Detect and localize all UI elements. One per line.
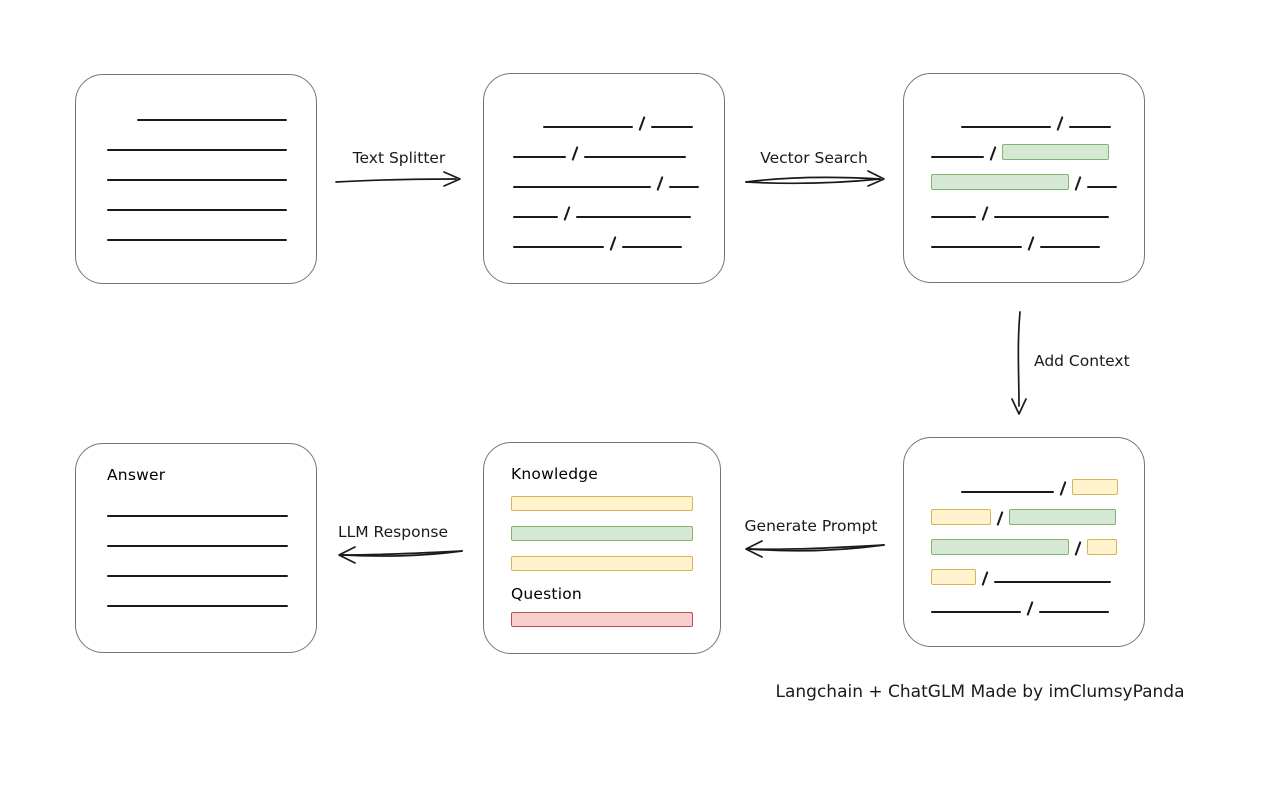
text-line (1087, 186, 1117, 188)
green-highlight-chip (1002, 144, 1109, 160)
yellow-highlight-chip (931, 509, 991, 525)
slash-separator (989, 146, 997, 161)
slash-separator (981, 571, 989, 586)
slash-separator (563, 206, 571, 221)
text-line (931, 611, 1021, 613)
chunks-box (483, 73, 725, 284)
vector-search-arrow (745, 170, 885, 187)
text-line (107, 605, 288, 607)
text-line (931, 216, 976, 218)
slash-separator (996, 511, 1004, 526)
green-bar (511, 526, 693, 541)
text-line (961, 491, 1054, 493)
slash-separator (656, 176, 664, 191)
yellow-highlight-chip (1087, 539, 1117, 555)
slash-separator (609, 236, 617, 251)
text-line (622, 246, 682, 248)
prompt-box: Knowledge Question (483, 442, 721, 654)
text-splitter-arrow (335, 171, 461, 187)
green-highlight-chip (931, 539, 1069, 555)
yellow-bar (511, 496, 693, 511)
knowledge-heading: Knowledge (511, 465, 599, 483)
text-line (931, 156, 984, 158)
text-line (137, 119, 287, 121)
yellow-highlight-chip (1072, 479, 1118, 495)
text-line (107, 149, 287, 151)
text-line (513, 246, 604, 248)
green-highlight-chip (1009, 509, 1116, 525)
text-line (651, 126, 693, 128)
text-line (584, 156, 686, 158)
credit-caption: Langchain + ChatGLM Made by imClumsyPand… (775, 682, 1185, 702)
text-line (576, 216, 691, 218)
slash-separator (981, 206, 989, 221)
green-highlight-chip (931, 174, 1069, 190)
yellow-highlight-chip (931, 569, 976, 585)
text-line (1039, 611, 1109, 613)
slash-separator (1026, 601, 1034, 616)
yellow-bar (511, 556, 693, 571)
llm-response-arrow (338, 546, 463, 564)
text-line (107, 179, 287, 181)
knowledge-bars (511, 496, 720, 571)
text-line (107, 575, 288, 577)
vector-search-label: Vector Search (760, 149, 868, 167)
search-result-box (903, 73, 1145, 283)
text-line (1040, 246, 1100, 248)
slash-separator (1056, 116, 1064, 131)
question-bars (511, 612, 720, 627)
text-line (994, 216, 1109, 218)
text-line (107, 545, 288, 547)
text-line (513, 216, 558, 218)
text-line (107, 209, 287, 211)
text-line (513, 156, 566, 158)
slash-separator (1059, 481, 1067, 496)
slash-separator (1074, 176, 1082, 191)
text-line (1069, 126, 1111, 128)
answer-box: Answer (75, 443, 317, 653)
slash-separator (638, 116, 646, 131)
generate-prompt-arrow (745, 540, 885, 558)
text-line (107, 515, 288, 517)
red-bar (511, 612, 693, 627)
llm-response-label: LLM Response (337, 523, 448, 541)
text-line (543, 126, 633, 128)
context-box (903, 437, 1145, 647)
text-line (931, 246, 1022, 248)
question-heading: Question (511, 585, 582, 603)
text-line (961, 126, 1051, 128)
text-line (513, 186, 651, 188)
text-line (107, 239, 287, 241)
text-line (669, 186, 699, 188)
add-context-label: Add Context (1034, 352, 1130, 370)
generate-prompt-label: Generate Prompt (744, 517, 878, 535)
slash-separator (571, 146, 579, 161)
text-line (994, 581, 1111, 583)
slash-separator (1074, 541, 1082, 556)
text-splitter-label: Text Splitter (352, 149, 446, 167)
answer-heading: Answer (107, 466, 166, 484)
slash-separator (1027, 236, 1035, 251)
document-box (75, 74, 317, 284)
answer-lines (107, 489, 316, 609)
add-context-arrow (1011, 311, 1027, 415)
